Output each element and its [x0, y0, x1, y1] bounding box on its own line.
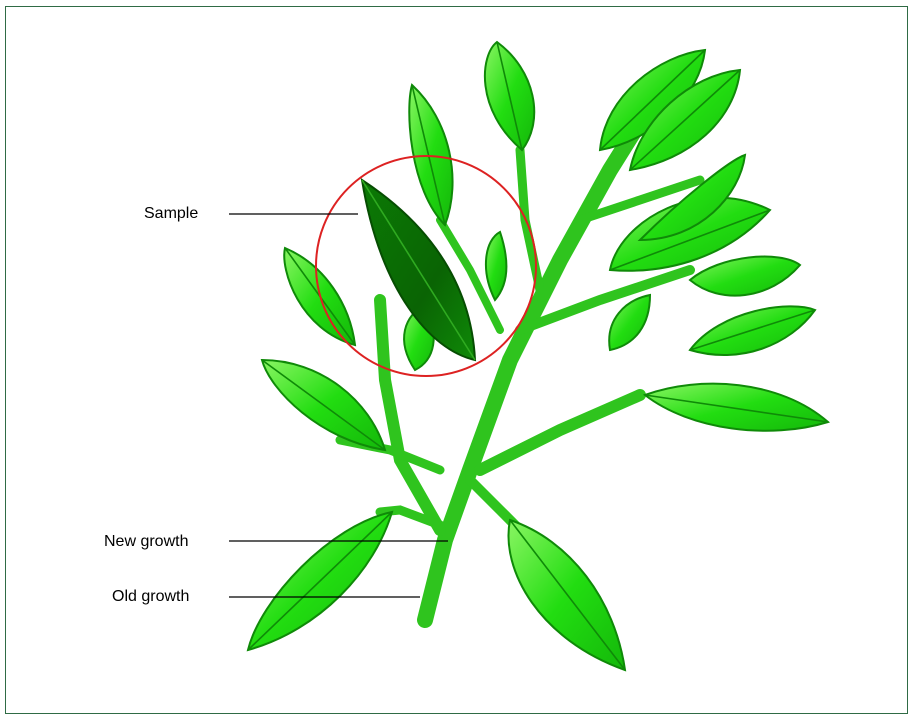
leaf-right-mid-1: [690, 257, 800, 296]
leaf-right-lower: [645, 384, 828, 431]
branch-left-lower: [340, 440, 440, 470]
old-growth-label: Old growth: [112, 588, 189, 606]
branch-right-lower: [480, 395, 640, 470]
sample-label: Sample: [144, 205, 198, 223]
leaf-right-small: [609, 295, 650, 350]
leaf-inside-circle-right: [486, 232, 506, 300]
new-growth-label: New growth: [104, 533, 188, 551]
branch-upper-mid: [520, 150, 540, 290]
leaves: [248, 42, 828, 670]
leaf-upper-left: [409, 85, 452, 225]
